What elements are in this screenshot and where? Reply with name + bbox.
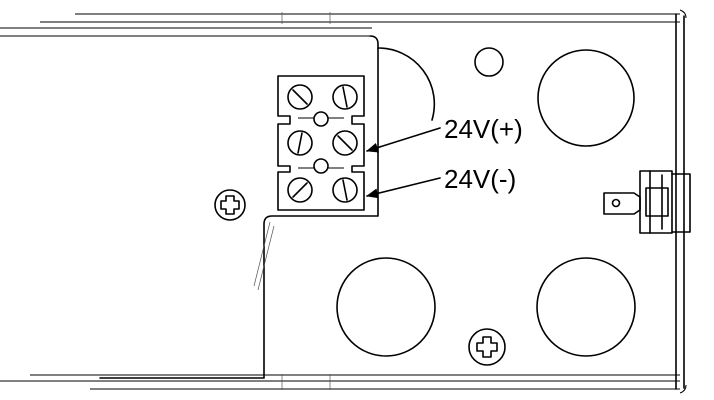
terminal-screw bbox=[332, 130, 358, 156]
terminal-post bbox=[313, 158, 329, 174]
terminal-block bbox=[277, 75, 365, 211]
terminal-screw bbox=[287, 130, 313, 156]
knockout-hole-bottom-left bbox=[336, 257, 436, 357]
mounting-screw-left bbox=[214, 189, 246, 221]
chassis-frame bbox=[0, 9, 687, 394]
mounting-screw-bottom bbox=[468, 328, 506, 366]
knockout-hole-bottom-right bbox=[536, 257, 636, 357]
spade-connector bbox=[603, 170, 691, 234]
arrow-positive bbox=[366, 127, 441, 153]
terminal-screw bbox=[287, 84, 313, 110]
label-24v-negative: 24V(-) bbox=[444, 164, 516, 194]
terminal-screw bbox=[332, 177, 358, 203]
knockout-hole-top-right bbox=[537, 49, 635, 147]
label-24v-positive: 24V(+) bbox=[444, 114, 523, 144]
small-hole bbox=[474, 47, 504, 77]
terminal-screw bbox=[287, 177, 313, 203]
cover-plate bbox=[99, 35, 379, 379]
arc-cutout bbox=[377, 47, 436, 121]
arrow-negative bbox=[366, 177, 441, 199]
terminal-screw bbox=[332, 84, 358, 110]
terminal-post bbox=[313, 111, 329, 127]
